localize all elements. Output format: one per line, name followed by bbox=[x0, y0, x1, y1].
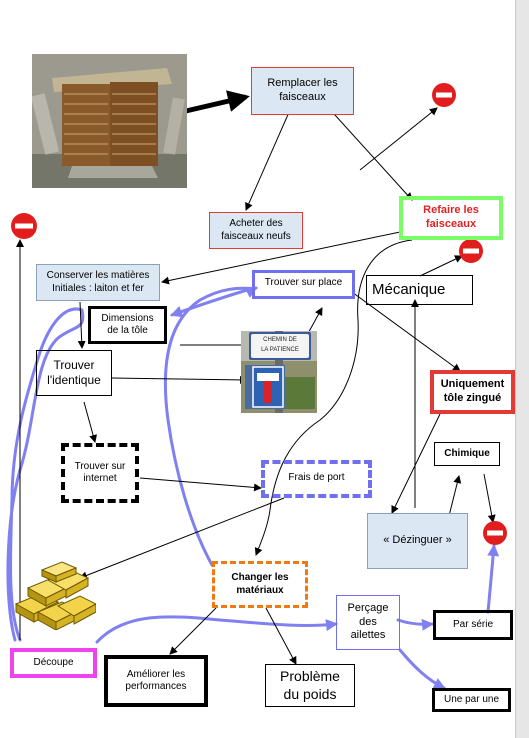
arrow-frais-gold bbox=[79, 497, 285, 580]
node-chimique: Chimique bbox=[434, 442, 500, 466]
arrow-identique-sign bbox=[111, 375, 248, 384]
freehand-link-percage-par-serie bbox=[396, 618, 434, 631]
arrow-trouver-place-uniquement bbox=[351, 291, 461, 372]
node-probleme-poids: Problème du poids bbox=[265, 664, 355, 707]
node-trouver-sur-internet: Trouver sur internet bbox=[61, 443, 139, 503]
node-trouver-identique: Trouver l'identique bbox=[36, 350, 112, 396]
node-dimensions-tole: Dimensions de la tôle bbox=[88, 306, 167, 344]
no-entry-icon bbox=[10, 212, 38, 240]
arrow-remplacer-acheter bbox=[245, 109, 291, 211]
node-une-par-une: Une par une bbox=[432, 688, 511, 712]
no-entry-icon bbox=[431, 82, 457, 108]
node-conserver-matieres: Conserver les matières Initiales : laito… bbox=[36, 264, 160, 301]
arrow-changer-probleme bbox=[265, 607, 297, 665]
arrow-mecanique-stop bbox=[419, 255, 463, 277]
freehand-link-decoupe-percage bbox=[95, 615, 338, 644]
arrow-identique-internet bbox=[83, 401, 98, 443]
node-dezinguer: « Dézinguer » bbox=[367, 513, 468, 569]
radiator-photo bbox=[32, 54, 187, 188]
no-entry-icon bbox=[482, 520, 508, 546]
street-sign-photo: CHEMIN DE LA PATIENCE bbox=[241, 331, 317, 413]
node-remplacer-faisceaux: Remplacer les faisceaux bbox=[251, 67, 354, 115]
sign-text-line1: CHEMIN DE bbox=[263, 337, 297, 343]
arrow-internet-frais bbox=[139, 477, 262, 492]
arrow-uniquement-dezinguer bbox=[391, 413, 441, 514]
freehand-link-changer-trouver-place bbox=[163, 286, 258, 567]
freehand-link-decoupe-trouver-place bbox=[6, 307, 85, 642]
node-trouver-sur-place: Trouver sur place bbox=[252, 270, 355, 299]
freehand-link-trouver-place-dimensions bbox=[170, 286, 256, 318]
freehand-link-percage-une-par-une bbox=[398, 648, 446, 690]
node-acheter-faisceaux: Acheter des faisceaux neufs bbox=[209, 212, 303, 249]
arrow-refaire-conserver bbox=[161, 231, 401, 285]
arrow-conserver-trouver bbox=[77, 301, 86, 349]
no-entry-icon bbox=[458, 238, 484, 264]
node-changer-materiaux: Changer les matériaux bbox=[212, 561, 308, 608]
node-ameliorer-performances: Améliorer les performances bbox=[104, 655, 208, 707]
freehand-link-par-serie-stop bbox=[486, 544, 500, 614]
node-frais-de-port: Frais de port bbox=[261, 460, 372, 498]
arrow-chimique-stop bbox=[483, 473, 496, 523]
node-decoupe: Découpe bbox=[10, 648, 97, 678]
node-refaire-faisceaux: Refaire les faisceaux bbox=[399, 196, 503, 240]
arrow-remplacer-refaire bbox=[324, 103, 413, 201]
node-mecanique: Mécanique bbox=[366, 275, 473, 305]
arrow-dezinguer-chimique bbox=[447, 475, 462, 521]
arrow-to-stop-top bbox=[359, 107, 438, 171]
arrow-changer-ameliorer bbox=[169, 607, 217, 655]
node-percage-ailettes: Perçage des ailettes bbox=[336, 595, 400, 650]
sign-text-line2: LA PATIENCE bbox=[261, 347, 299, 353]
curved-link-refaire-frais bbox=[254, 239, 413, 556]
node-uniquement-tole-zingue: Uniquement tôle zingué bbox=[430, 370, 515, 414]
node-par-serie: Par série bbox=[433, 610, 513, 640]
gold-ingots-image bbox=[12, 560, 96, 630]
